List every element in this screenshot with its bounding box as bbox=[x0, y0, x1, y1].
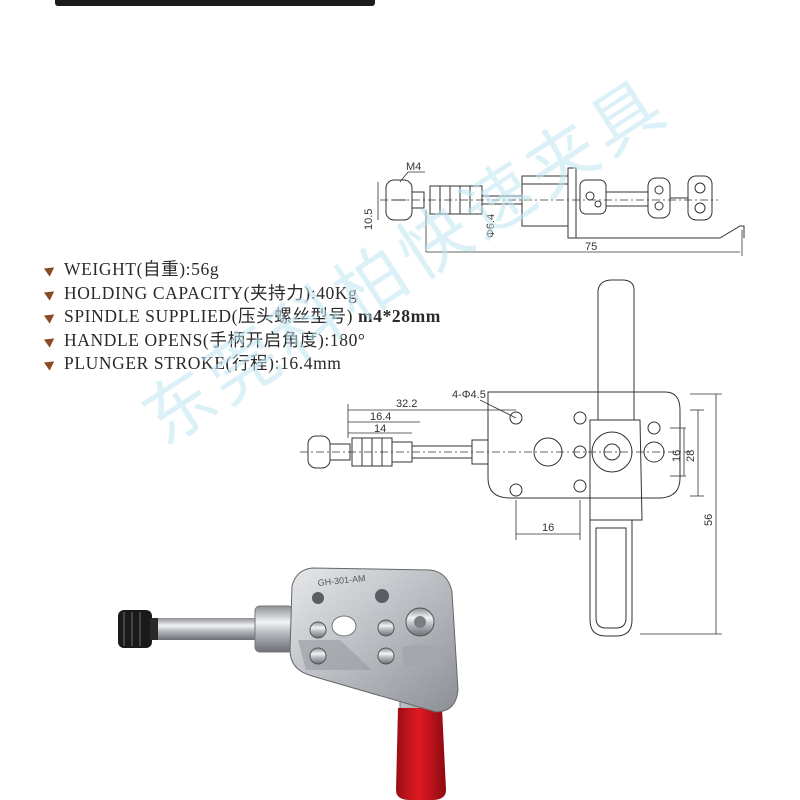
side-handle-grip bbox=[589, 519, 633, 637]
clamp-photo: GH-301-AM bbox=[118, 567, 459, 800]
side-handle-top bbox=[597, 279, 635, 421]
dim-h3: 56 bbox=[703, 514, 715, 526]
spec-plunger-stroke: PLUNGER STROKE(行程):16.4mm bbox=[43, 352, 441, 376]
side-hole-2 bbox=[509, 483, 523, 497]
top-banner-bar bbox=[55, 0, 375, 6]
spec-handle-opens: HANDLE OPENS(手柄开启角度):180° bbox=[43, 329, 441, 353]
dim-d2: 16.4 bbox=[370, 411, 391, 423]
arrow-marker-icon bbox=[43, 286, 58, 301]
spec-weight: WEIGHT(自重):56g bbox=[43, 258, 441, 282]
arrow-marker-icon bbox=[43, 310, 58, 324]
spindle-knob bbox=[118, 610, 152, 648]
dim-length: 75 bbox=[585, 241, 597, 253]
dim-w1: 16 bbox=[542, 522, 554, 534]
svg-text:GH-301-AM: GH-301-AM bbox=[317, 573, 366, 588]
arrow-marker-icon bbox=[43, 357, 58, 371]
arrow-marker-icon bbox=[43, 263, 58, 277]
spec-holding-capacity: HOLDING CAPACITY(夹持力):40Kg bbox=[43, 282, 441, 306]
handle-grip bbox=[396, 708, 446, 800]
side-hole-1 bbox=[509, 411, 523, 425]
dim-diameter: Φ6.4 bbox=[485, 214, 497, 238]
arrow-marker-icon bbox=[43, 333, 58, 348]
clamp-body bbox=[289, 567, 459, 713]
dim-height: 10.5 bbox=[363, 209, 375, 230]
plunger-rod bbox=[158, 618, 262, 640]
top-base-plate bbox=[567, 167, 577, 239]
dim-d3: 14 bbox=[374, 423, 386, 435]
top-view-drawing bbox=[377, 167, 745, 256]
side-handle-shank bbox=[589, 419, 643, 521]
dim-h1: 16 bbox=[671, 450, 683, 462]
dim-d1: 32.2 bbox=[396, 398, 417, 410]
plunger-collar bbox=[254, 605, 294, 653]
side-base-plate bbox=[487, 391, 681, 499]
spec-list: WEIGHT(自重):56g HOLDING CAPACITY(夹持力):40K… bbox=[43, 258, 441, 376]
dim-h2: 28 bbox=[685, 450, 697, 462]
side-view-drawing bbox=[300, 279, 722, 637]
dim-holes: 4-Φ4.5 bbox=[452, 389, 486, 401]
spec-spindle-supplied: SPINDLE SUPPLIED(压头螺丝型号) m4*28mm bbox=[43, 305, 441, 329]
dim-thread: M4 bbox=[406, 161, 421, 173]
